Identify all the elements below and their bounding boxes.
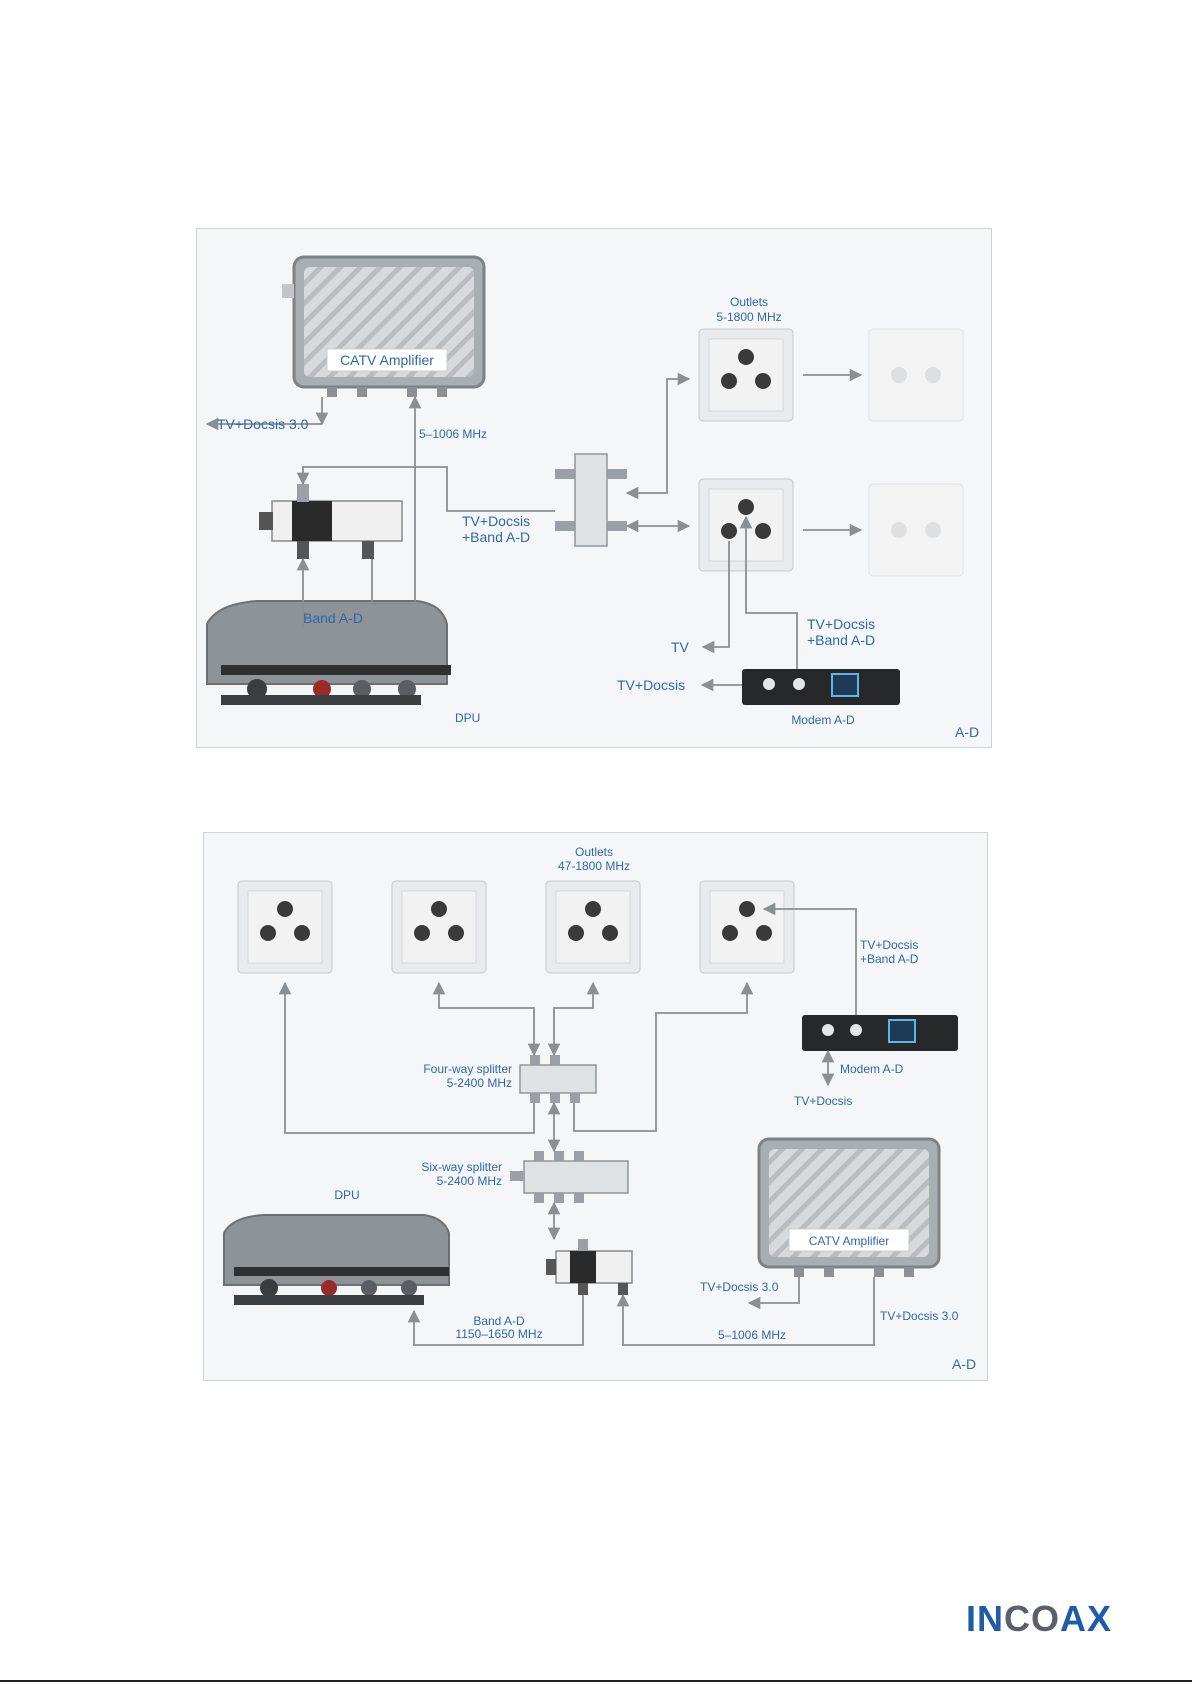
outlet-faded-upper: [868, 328, 964, 422]
label-six-way-2: 5-2400 MHz: [437, 1174, 502, 1188]
outlet-upper: [698, 328, 794, 422]
dpu-device: [223, 1214, 450, 1305]
label-modem-in-1: TV+Docsis: [860, 938, 918, 952]
label-modem-in-2: +Band A-D: [807, 632, 875, 648]
label-tv-docsis-band-1: TV+Docsis: [462, 513, 530, 529]
link-amp-diplexer: [371, 395, 422, 605]
label-four-way-2: 5-2400 MHz: [447, 1076, 512, 1090]
catv-amplifier: CATV Amplifier: [757, 1137, 941, 1277]
outlet-2: [391, 880, 487, 974]
incoax-logo-text: INCOAX: [966, 1602, 1112, 1636]
diagram-panel-top: CATV Amplifier DPU: [196, 228, 992, 748]
amplifier-label: CATV Amplifier: [340, 352, 434, 368]
label-dpu: DPU: [334, 1188, 359, 1202]
label-tv-docsis-band-2: +Band A-D: [462, 529, 530, 545]
link-splitter-outlet1: [625, 372, 691, 500]
outlet-3: [545, 880, 641, 974]
link-diplexer-dpu: [407, 1295, 584, 1346]
label-tv-docsis-30: TV+Docsis 3.0: [217, 416, 309, 432]
label-tv-docsis-30-a: TV+Docsis 3.0: [700, 1280, 779, 1294]
six-way-splitter: [510, 1151, 629, 1203]
diagram-top-svg: CATV Amplifier DPU: [205, 255, 979, 740]
diplexer: [259, 484, 403, 559]
amplifier-label: CATV Amplifier: [809, 1234, 889, 1248]
label-outlets-title: Outlets: [730, 295, 768, 309]
corner-label-bottom: A-D: [952, 1356, 976, 1372]
outlet-4: [699, 880, 795, 974]
link-outlet-modem: [739, 515, 798, 669]
label-tv: TV: [671, 639, 690, 655]
link-amp-tv-docsis: [747, 1277, 800, 1310]
link-outlet4-modem: [762, 902, 857, 1015]
dpu-label: DPU: [455, 711, 480, 725]
label-modem-in-2: +Band A-D: [860, 952, 919, 966]
label-modem: Modem A-D: [791, 713, 855, 727]
diagram-bottom-svg: CATV Amplifier Outlets 47-1800 MHz TV+Do…: [223, 845, 976, 1372]
link-outlet-tv: [701, 541, 730, 654]
label-modem: Modem A-D: [840, 1062, 904, 1076]
link-outlet4-splitter: [573, 981, 754, 1132]
label-tv-docsis: TV+Docsis: [794, 1094, 852, 1108]
link-diplexer-amp: [616, 1277, 875, 1346]
diagram-panel-bottom: CATV Amplifier Outlets 47-1800 MHz TV+Do…: [203, 832, 988, 1381]
label-freq-5-1006: 5–1006 MHz: [419, 427, 487, 441]
diplexer: [546, 1239, 633, 1295]
label-tv-docsis-30-b: TV+Docsis 3.0: [880, 1309, 959, 1323]
dpu-device: [206, 600, 451, 705]
catv-amplifier: CATV Amplifier: [282, 255, 486, 397]
label-band-ad-1: Band A-D: [473, 1314, 525, 1328]
modem-device: [802, 1015, 958, 1051]
label-freq-5-1006: 5–1006 MHz: [718, 1328, 786, 1342]
outlet-1: [237, 880, 333, 974]
corner-label-top: A-D: [955, 724, 979, 740]
link-diplexer-splitter: [296, 466, 555, 512]
label-modem-in-1: TV+Docsis: [807, 616, 875, 632]
label-six-way-1: Six-way splitter: [421, 1160, 502, 1174]
link-outlet1-splitter: [278, 981, 535, 1134]
label-band-ad-2: 1150–1650 MHz: [455, 1327, 542, 1341]
label-outlets-freq: 5-1800 MHz: [716, 310, 781, 324]
modem-device: [742, 669, 900, 705]
link-outlet3-splitter: [547, 981, 600, 1057]
footer-rule: [0, 1680, 1192, 1682]
two-way-splitter: [555, 453, 627, 547]
label-outlets-freq: 47-1800 MHz: [558, 859, 630, 873]
outlet-faded-lower: [868, 483, 964, 577]
label-outlets-title: Outlets: [575, 845, 613, 859]
link-outlet2-splitter: [432, 981, 541, 1057]
incoax-logo: INCOAX: [966, 1602, 1112, 1636]
label-tv-docsis: TV+Docsis: [617, 677, 685, 693]
label-four-way-1: Four-way splitter: [423, 1062, 512, 1076]
four-way-splitter: [519, 1055, 597, 1103]
label-band-ad: Band A-D: [303, 610, 363, 626]
